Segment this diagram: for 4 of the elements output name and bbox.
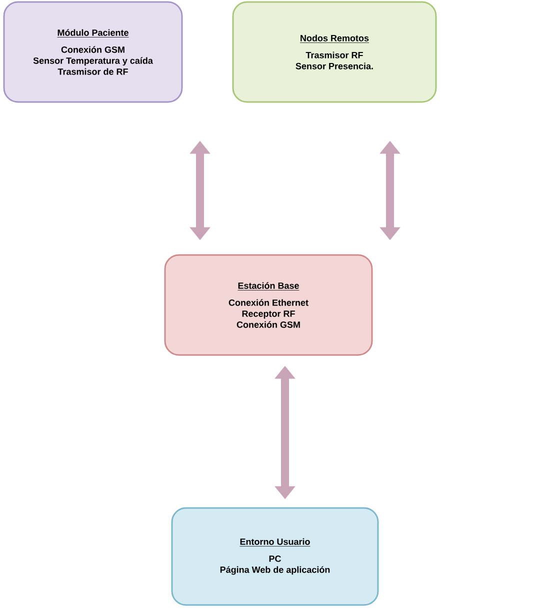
process-box: Entorno Usuario PC Página Web de aplicación <box>171 507 379 606</box>
process-box: Módulo Paciente Conexión GSM Sensor Temperatura y caída Trasmisor de RF <box>3 1 183 103</box>
process-box: Nodos Remotos Trasmisor RF Sensor Presencia. <box>232 1 437 103</box>
process-box: Estación Base Conexión Ethernet Receptor RF Conexión GSM <box>164 254 373 356</box>
